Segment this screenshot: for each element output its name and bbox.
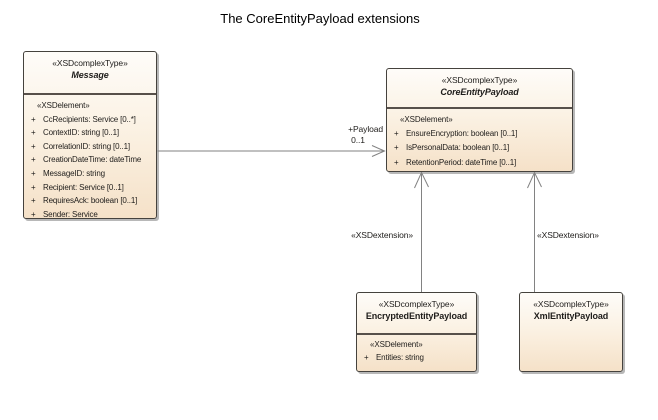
extension-label-left: «XSDextension» [351, 230, 413, 240]
extension-label-right: «XSDextension» [537, 230, 599, 240]
attribute-list: + EnsureEncryption: boolean [0..1] + IsP… [387, 127, 572, 170]
class-message[interactable]: «XSDcomplexType» Message «XSDelement» + … [23, 51, 157, 219]
attribute-list: + Entities: string [357, 352, 476, 365]
attribute-visibility: + [31, 155, 36, 165]
association-multiplicity-label: 0..1 [351, 135, 365, 145]
attribute-row: + IsPersonalData: boolean [0..1] [387, 141, 572, 155]
attribute-text: ContextID: string [0..1] [43, 128, 119, 138]
element-section-label: «XSDelement» [370, 340, 423, 349]
attribute-visibility: + [31, 114, 36, 124]
generalization-encrypted-line [414, 171, 429, 292]
attribute-row: + EnsureEncryption: boolean [0..1] [387, 127, 572, 141]
attribute-text: CorrelationID: string [0..1] [43, 141, 130, 151]
attribute-text: RequiresAck: boolean [0..1] [43, 196, 138, 206]
class-xml-entity-payload[interactable]: «XSDcomplexType» XmlEntityPayload [519, 292, 623, 372]
class-message-header: «XSDcomplexType» Message [24, 52, 156, 95]
attribute-visibility: + [31, 182, 36, 192]
attribute-row: + ContextID: string [0..1] [24, 126, 156, 140]
attribute-visibility: + [31, 209, 36, 219]
attribute-row: + MessageID: string [24, 167, 156, 181]
attribute-row: + CorrelationID: string [0..1] [24, 140, 156, 154]
class-xml-entity-payload-name: XmlEntityPayload [533, 311, 609, 321]
attribute-visibility: + [31, 196, 36, 206]
attribute-text: Sender: Service [43, 209, 98, 219]
class-xml-entity-payload-stereotype: «XSDcomplexType» [533, 299, 609, 309]
class-encrypted-entity-payload-header: «XSDcomplexType» EncryptedEntityPayload [357, 293, 476, 335]
class-core-entity-payload[interactable]: «XSDcomplexType» CoreEntityPayload «XSDe… [386, 68, 573, 172]
attribute-visibility: + [31, 128, 36, 138]
class-xml-entity-payload-header: «XSDcomplexType» XmlEntityPayload [520, 293, 622, 323]
attribute-text: IsPersonalData: boolean [0..1] [406, 143, 510, 153]
attribute-row: + CcRecipients: Service [0..*] [24, 113, 156, 127]
element-section-label: «XSDelement» [400, 115, 453, 124]
class-core-entity-payload-header: «XSDcomplexType» CoreEntityPayload [387, 69, 572, 109]
attribute-text: EnsureEncryption: boolean [0..1] [406, 129, 518, 139]
attribute-visibility: + [31, 168, 36, 178]
attribute-text: Recipient: Service [0..1] [43, 182, 124, 192]
class-core-entity-payload-attributes: «XSDelement» + EnsureEncryption: boolean… [387, 109, 572, 170]
diagram-title: The CoreEntityPayload extensions [220, 11, 420, 26]
attribute-visibility: + [394, 143, 399, 153]
class-core-entity-payload-name: CoreEntityPayload [440, 87, 519, 97]
class-encrypted-entity-payload[interactable]: «XSDcomplexType» EncryptedEntityPayload … [356, 292, 477, 372]
attribute-visibility: + [394, 129, 399, 139]
attribute-text: CcRecipients: Service [0..*] [43, 114, 136, 124]
attribute-visibility: + [394, 157, 399, 167]
attribute-visibility: + [364, 352, 369, 362]
attribute-row: + Entities: string [357, 352, 476, 365]
attribute-row: + RequiresAck: boolean [0..1] [24, 194, 156, 208]
attribute-list: + CcRecipients: Service [0..*] + Context… [24, 113, 156, 219]
class-encrypted-entity-payload-attributes: «XSDelement» + Entities: string [357, 335, 476, 364]
attribute-text: Entities: string [376, 352, 424, 362]
class-encrypted-entity-payload-name: EncryptedEntityPayload [365, 311, 468, 321]
attribute-text: MessageID: string [43, 168, 105, 178]
class-message-name: Message [71, 70, 109, 80]
attribute-row: + CreationDateTime: dateTime [24, 153, 156, 167]
attribute-text: RetentionPeriod: dateTime [0..1] [406, 157, 517, 167]
attribute-row: + RetentionPeriod: dateTime [0..1] [387, 156, 572, 170]
class-encrypted-entity-payload-stereotype: «XSDcomplexType» [378, 299, 455, 309]
association-payload-line [157, 145, 386, 157]
attribute-visibility: + [31, 141, 36, 151]
attribute-row: + Recipient: Service [0..1] [24, 181, 156, 195]
class-core-entity-payload-stereotype: «XSDcomplexType» [441, 75, 518, 85]
association-role-label: +Payload [348, 124, 383, 134]
attribute-text: CreationDateTime: dateTime [43, 155, 142, 165]
class-message-attributes: «XSDelement» + CcRecipients: Service [0.… [24, 95, 156, 219]
element-section-label: «XSDelement» [37, 101, 90, 110]
attribute-row: + Sender: Service [24, 208, 156, 219]
class-message-stereotype: «XSDcomplexType» [52, 58, 128, 68]
